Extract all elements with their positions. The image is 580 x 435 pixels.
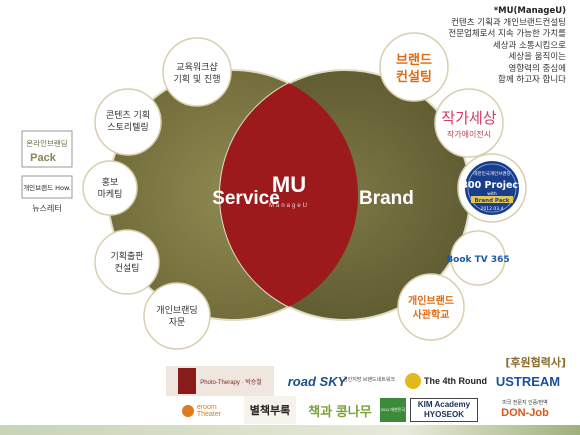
center-sub: ManageU [269,203,309,209]
service-item-circle [94,229,160,295]
brand-item-circle [450,230,506,286]
brand-item-circle [397,273,465,341]
service-item-label: 콘텐츠 기획 [106,109,150,121]
service-item-circle [143,282,211,350]
brand-item-circle [434,88,504,158]
eroom-icon [182,405,194,417]
service-item-label: 교육워크샵 [176,62,217,73]
service-item-circle [94,88,162,156]
center-logo: MU [272,172,306,197]
brand-item-label: 브랜드 [396,52,432,68]
sponsor-logo: 책과 콩나무 [308,403,372,419]
sponsor-logo: 2011 대한민국 [380,398,406,422]
sponsors-title: [후원협력사] [505,356,566,369]
sponsor-logo: The 4th Round [404,368,488,394]
author-world-title: 작가세상 [441,109,496,127]
intro-line: 함께 하고자 합니다 [498,75,566,85]
intro-heading: *MU(ManageU) [493,6,566,16]
service-item-label: 기획 및 진행 [173,73,220,85]
intro-line: 세상을 움직이는 [508,52,566,62]
service-item-label: 개인브랜딩 [156,305,197,316]
service-item-label: 스토리텔링 [107,121,148,133]
sponsor-logo: 별책부록 [244,396,296,424]
service-item-circle [82,160,138,216]
newsletter-box [21,175,73,199]
side-box-label: 뉴스레터 [32,204,61,213]
intersection-lens [220,70,358,320]
service-item-circle [162,37,232,107]
sponsor-logo: USTREAM [495,373,561,389]
intro-line: 전문업체로서 지속 가능한 가치를 [448,29,566,39]
service-item-label: 홍보 [102,176,119,188]
service-item-label: 컨설팅 [115,263,140,274]
project-badge-line: with [487,191,497,197]
brand-item-label: 컨설팅 [396,69,432,85]
intro-line: 영향력의 중심에 [508,63,566,74]
sponsor-logo: 경인지방 브랜드네트워크 [343,376,395,383]
online-branding-pack-box [21,130,73,168]
project-badge-title: 300 Project [461,180,523,191]
sponsor-logo: eroom Theater [182,400,242,422]
project-badge-line: Brand Pack [475,198,510,204]
sponsor-logo: Photo-Therapy · 박승철 [166,366,274,396]
side-box-group: 온라인브랜딩 Pack 개인브랜드 How. 뉴스레터 [21,130,73,213]
sponsor-logo: 미국 전문지 인증/번역 DON-Job [501,400,549,419]
project-badge-date: 2012.03.4 [481,206,504,212]
intro-text: *MU(ManageU) 컨텐츠 기획과 개인브랜드컨설팅 전문업체로서 지속 … [366,6,566,87]
brand-pack-ribbon [471,196,513,203]
author-agency-label: 작가에이전시 [447,129,491,139]
service-item-label: 자문 [169,317,186,328]
service-item-label: 마케팅 [98,189,123,200]
service-item-label: 기획출판 [110,250,143,262]
sun-icon [405,373,421,389]
footer-bar [0,425,580,435]
brand-label: Brand [359,188,414,209]
side-box-label: Pack [30,152,57,164]
book-tv-logo: Book TV 365 [446,255,509,265]
project-badge-ring [467,163,517,213]
intro-line: 세상과 소통시킴으로 [492,40,566,51]
service-label: Service [212,188,280,209]
photo-therapy-icon [178,368,197,394]
intro-line: 컨텐츠 기획과 개인브랜드컨설팅 [451,17,566,28]
sponsor-logo: road SKY [287,373,347,389]
brand-item-circle [379,32,449,102]
project-badge-line: 대한민국개인브랜딩 [473,170,510,177]
side-box-label: 온라인브랜딩 [26,138,67,148]
brand-item-label: 사관학교 [413,308,450,321]
sponsor-logo: KIM Academy HYOSEOK [410,398,478,422]
side-box-label: 개인브랜드 How. [23,183,71,192]
brand-item-label: 개인브랜드 [408,294,454,307]
